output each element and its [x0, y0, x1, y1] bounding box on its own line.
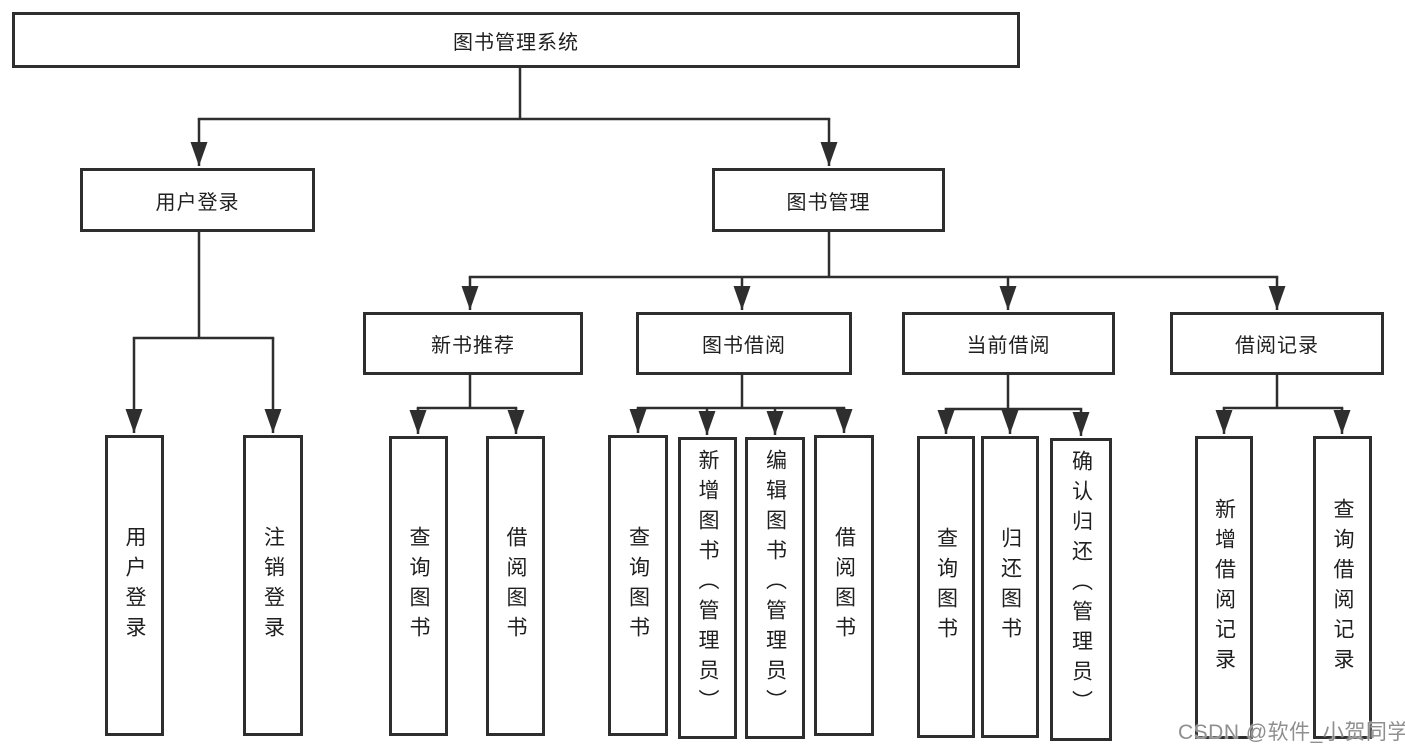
leaf-label: 查询图书 — [407, 526, 430, 646]
leaf-label: 借阅图书 — [832, 525, 856, 646]
leaf-label: 新增图书（管理员） — [696, 449, 719, 719]
leaf-label: 注销登录 — [261, 525, 285, 646]
csdn-watermark: CSDN @软件_小贺同学 — [1178, 721, 1405, 744]
node-leaf-query-books-3: 查询图书 — [917, 436, 975, 738]
node-leaf-query-books-1: 查询图书 — [389, 436, 448, 736]
node-leaf-borrow-books-2: 借阅图书 — [814, 435, 874, 736]
node-leaf-user-login: 用户登录 — [105, 435, 164, 736]
leaf-label: 借阅图书 — [504, 526, 527, 646]
node-leaf-add-borrow-record: 新增借阅记录 — [1195, 436, 1253, 739]
leaf-label: 编辑图书（管理员） — [763, 449, 787, 719]
leaf-label: 查询借阅记录 — [1331, 497, 1354, 678]
node-leaf-add-books-admin: 新增图书（管理员） — [678, 437, 737, 739]
leaf-label: 确认归还（管理员） — [1069, 450, 1093, 720]
leaf-label: 新增借阅记录 — [1212, 497, 1236, 678]
node-book-borrowing: 图书借阅 — [636, 312, 852, 375]
node-root-library-system: 图书管理系统 — [12, 12, 1020, 68]
node-leaf-return-books: 归还图书 — [981, 436, 1039, 738]
node-leaf-borrow-books-1: 借阅图书 — [486, 436, 545, 736]
node-new-book-recommend: 新书推荐 — [363, 312, 583, 375]
leaf-label: 归还图书 — [998, 527, 1022, 647]
node-borrowing-records: 借阅记录 — [1170, 312, 1384, 375]
node-user-login: 用户登录 — [80, 168, 315, 232]
node-book-management: 图书管理 — [712, 168, 945, 232]
node-leaf-query-books-2: 查询图书 — [608, 435, 668, 736]
leaf-label: 查询图书 — [934, 527, 958, 647]
node-leaf-edit-books-admin: 编辑图书（管理员） — [745, 437, 805, 739]
leaf-label: 查询图书 — [626, 525, 650, 646]
node-current-borrowing: 当前借阅 — [902, 312, 1115, 375]
node-leaf-logout: 注销登录 — [243, 435, 303, 736]
node-leaf-query-borrow-record: 查询借阅记录 — [1313, 436, 1372, 739]
node-leaf-confirm-return-admin: 确认归还（管理员） — [1050, 438, 1112, 741]
leaf-label: 用户登录 — [123, 525, 146, 646]
